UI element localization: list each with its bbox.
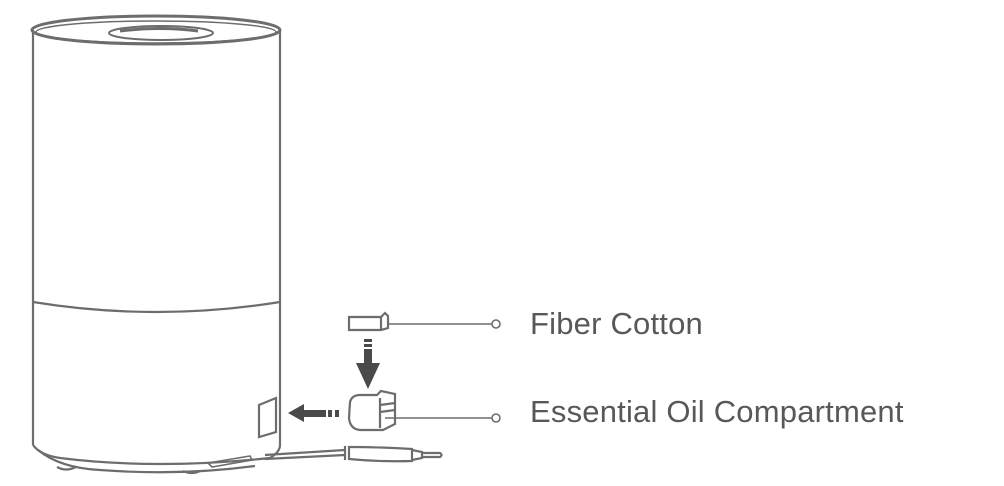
power-cord <box>264 445 443 463</box>
leader-dot-compartment <box>491 413 501 423</box>
essential-oil-compartment-part <box>347 389 397 432</box>
fiber-cotton-label: Fiber Cotton <box>530 306 703 341</box>
humidifier-body <box>30 14 282 475</box>
down-arrow-icon <box>356 339 380 389</box>
leader-dot-fiber-cotton <box>491 319 501 329</box>
fiber-cotton-part <box>347 311 390 332</box>
left-arrow-icon <box>288 404 339 422</box>
compartment-slot <box>257 396 278 439</box>
essential-oil-compartment-label: Essential Oil Compartment <box>530 394 904 429</box>
